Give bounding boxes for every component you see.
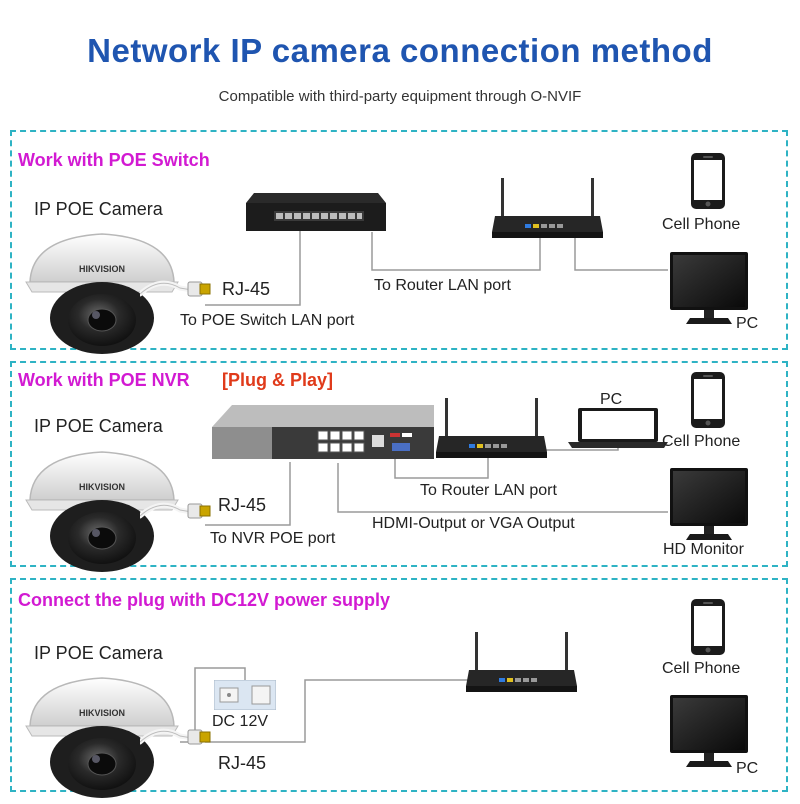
- section2-title: Work with POE NVR: [18, 370, 190, 390]
- section3-cell-phone-label: Cell Phone: [662, 660, 741, 677]
- power-adapter-icon: [214, 680, 276, 710]
- brand-logo: HIKVISION: [79, 264, 125, 274]
- section1-pc-label: PC: [736, 315, 759, 332]
- section3-camera-label: IP POE Camera: [34, 643, 163, 663]
- section2-camera-label: IP POE Camera: [34, 416, 163, 436]
- section-poe-switch: [10, 130, 788, 350]
- monitor-icon: [670, 695, 748, 767]
- section3-title: Connect the plug with DC12V power supply: [18, 590, 391, 610]
- rj45-cable-icon: [140, 728, 215, 752]
- section2-cell-phone-label: Cell Phone: [662, 433, 741, 450]
- section2-monitor-label: HD Monitor: [663, 541, 744, 558]
- section-poe-nvr: [10, 361, 788, 567]
- section3-pc-label: PC: [736, 760, 759, 777]
- brand-logo: HIKVISION: [79, 482, 125, 492]
- section1-switch-port-label: To POE Switch LAN port: [180, 312, 355, 329]
- dome-camera-icon: HIKVISION: [25, 677, 179, 799]
- dome-camera-icon: HIKVISION: [25, 451, 179, 573]
- brand-logo: HIKVISION: [79, 708, 125, 718]
- section1-cell-phone-label: Cell Phone: [662, 216, 741, 233]
- section1-router-port-label: To Router LAN port: [374, 277, 511, 294]
- section-dc12v: [10, 578, 788, 792]
- cell-phone-icon: [691, 599, 725, 655]
- page-subtitle: Compatible with third-party equipment th…: [218, 88, 582, 105]
- poe-switch-icon: [246, 193, 386, 231]
- dome-camera-icon: HIKVISION: [25, 233, 179, 355]
- section1-camera-label: IP POE Camera: [34, 199, 163, 219]
- section2-nvr-port-label: To NVR POE port: [210, 530, 336, 547]
- section2-router-port-label: To Router LAN port: [420, 482, 557, 499]
- section3-dc-label: DC 12V: [212, 713, 269, 730]
- section2-hdmi-label: HDMI-Output or VGA Output: [372, 515, 575, 532]
- section1-rj45-label: RJ-45: [222, 279, 271, 299]
- section3-rj45-label: RJ-45: [218, 753, 267, 773]
- router-icon: [466, 632, 577, 692]
- section1-title: Work with POE Switch: [18, 150, 210, 170]
- plug-play-badge: [Plug & Play]: [222, 370, 334, 390]
- page-title: Network IP camera connection method: [87, 32, 713, 69]
- laptop-icon: [568, 408, 668, 448]
- section2-rj45-label: RJ-45: [218, 495, 267, 515]
- nvr-icon: [212, 405, 434, 459]
- section2-pc-label: PC: [600, 391, 623, 408]
